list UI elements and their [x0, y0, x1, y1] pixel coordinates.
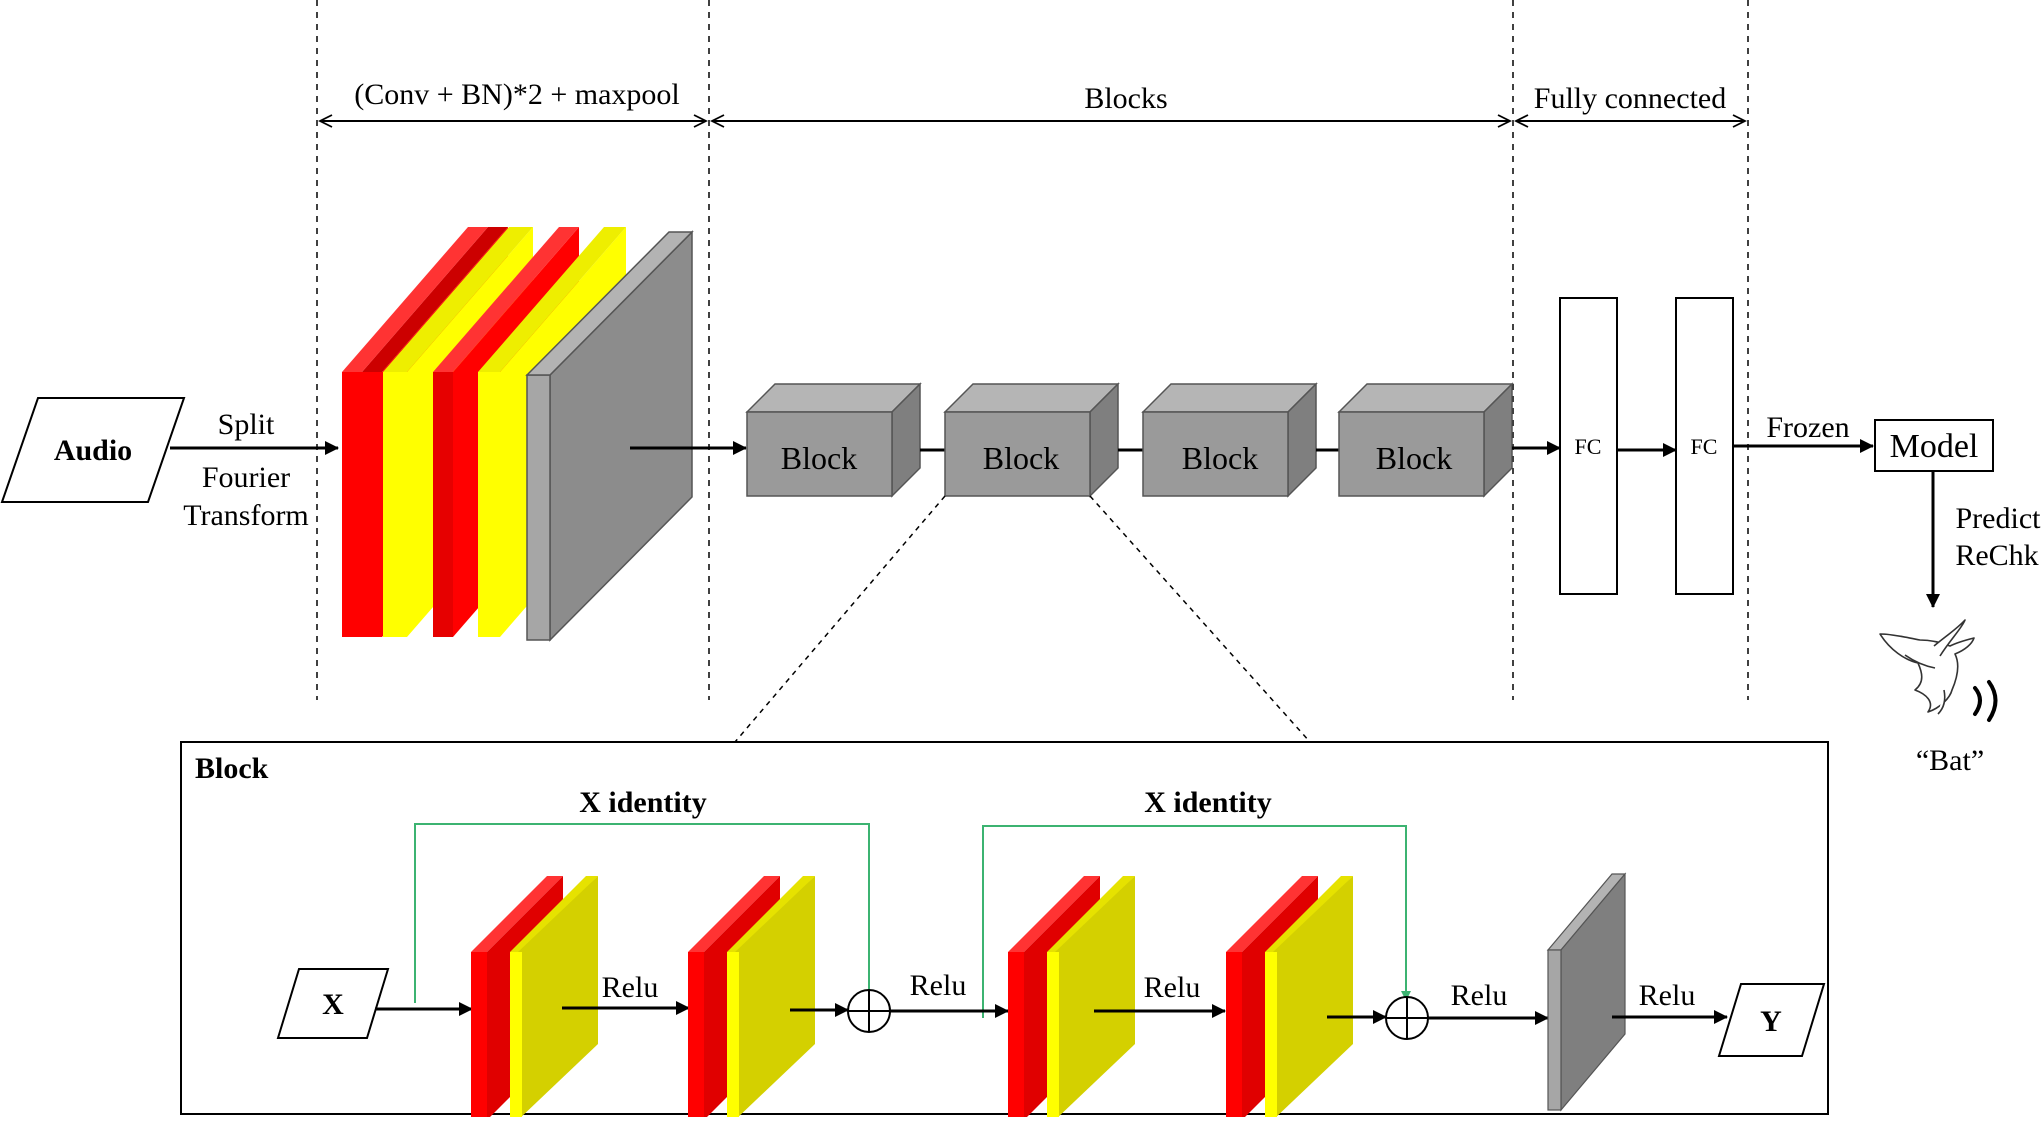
fc-layer-1-label: FC [1575, 434, 1602, 459]
bn-layer-1-top [383, 227, 533, 372]
detail-pool-layer [1546, 872, 1627, 1112]
detail-conv-bn-pair-4 [1226, 876, 1353, 1120]
fc-layer-1 [1559, 297, 1618, 595]
relu-label-2: Relu [910, 969, 967, 1002]
y-output-shape [1717, 983, 1826, 1057]
fc-layer-2-label: FC [1691, 434, 1718, 459]
detail-conv-bn-pair-3 [1008, 876, 1135, 1120]
section-dividers [316, 0, 1749, 700]
model-label: Model [1890, 428, 1979, 465]
conv-layer-1 [342, 372, 382, 637]
add-operator-1 [847, 989, 891, 1033]
y-output-label: Y [1760, 1005, 1782, 1038]
conv-layer-1-top [342, 227, 488, 372]
relu-label-3: Relu [1144, 971, 1201, 1004]
block-cube-4: Block [1337, 382, 1514, 498]
model-box [1874, 419, 1994, 472]
identity-skip-2 [982, 825, 1411, 1018]
block-detail-title: Block [195, 752, 269, 785]
maxpool-layer-top [525, 231, 694, 376]
section-title-fc: Fully connected [1534, 82, 1726, 115]
conv-layer-2-top [433, 227, 579, 372]
conv-layer-1-side [362, 227, 508, 372]
frozen-label: Frozen [1766, 411, 1849, 444]
x-input-label: X [322, 988, 344, 1021]
block-cube-1: Block [745, 382, 922, 498]
x-input-shape [276, 968, 390, 1039]
block-label-2: Block [983, 440, 1059, 476]
detail-conv-bn-pair-2 [688, 876, 815, 1120]
identity-skip-1 [414, 823, 874, 1003]
bn-layer-1 [383, 372, 407, 637]
fourier-label: Fourier [202, 461, 290, 494]
zoom-line-right [1089, 495, 1311, 743]
audio-input-shape [0, 397, 186, 503]
rechk-label: ReChk [1955, 539, 2038, 572]
bn-layer-2 [478, 372, 500, 637]
conv-layer-2 [433, 372, 453, 637]
transform-label: Transform [183, 499, 309, 532]
audio-input-label: Audio [54, 434, 132, 467]
relu-label-4: Relu [1451, 979, 1508, 1012]
predict-label: Predict [1956, 502, 2042, 535]
section-title-blocks: Blocks [1084, 82, 1167, 115]
relu-label-1: Relu [602, 971, 659, 1004]
block-label-3: Block [1182, 440, 1258, 476]
bn-layer-2-top [478, 227, 626, 372]
section-title-conv: (Conv + BN)*2 + maxpool [354, 78, 680, 111]
result-label: “Bat” [1916, 744, 1984, 777]
conv-stack [342, 227, 694, 642]
identity-label-2: X identity [1144, 786, 1272, 819]
split-label: Split [218, 408, 275, 441]
block-cube-2: Block [943, 382, 1120, 498]
add-operator-2 [1385, 996, 1429, 1040]
maxpool-layer [526, 374, 551, 641]
block-cube-3: Block [1141, 382, 1318, 498]
sound-waves-icon [1973, 680, 1998, 722]
block-label-1: Block [781, 440, 857, 476]
zoom-line-left [734, 495, 946, 743]
identity-label-1: X identity [579, 786, 707, 819]
bat-icon [1879, 619, 1975, 715]
fc-layer-2 [1675, 297, 1734, 595]
block-label-4: Block [1376, 440, 1452, 476]
detail-conv-bn-pair-1 [471, 876, 598, 1120]
relu-label-5: Relu [1639, 979, 1696, 1012]
